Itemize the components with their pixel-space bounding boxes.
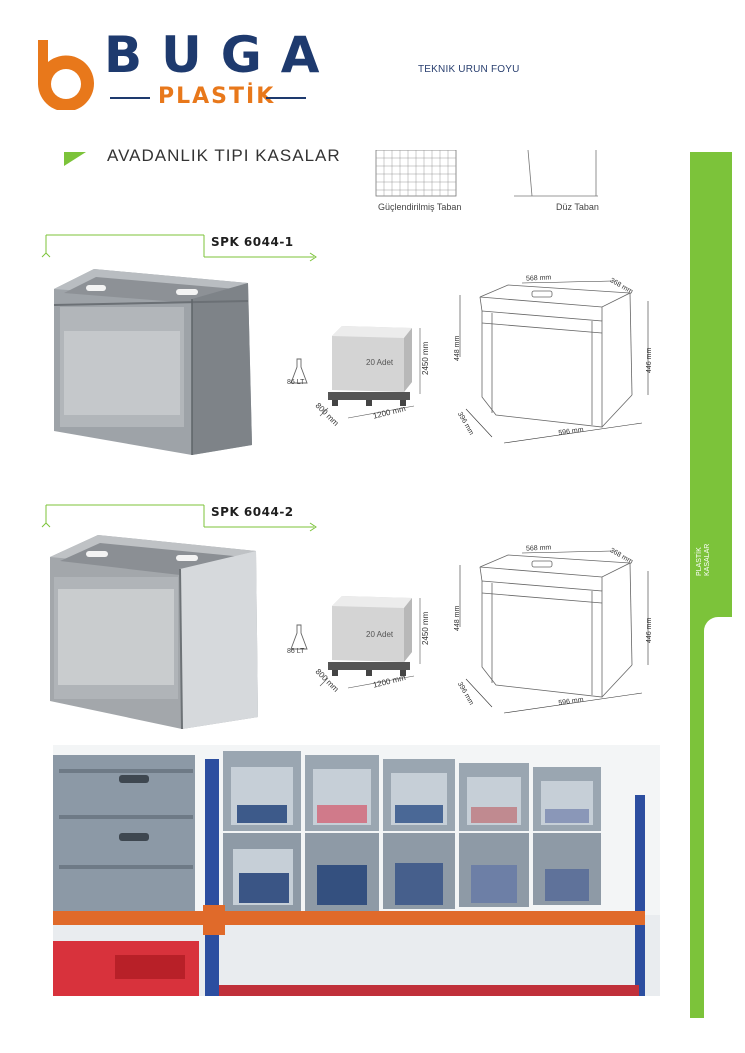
pallet-quantity: 20 Adet <box>366 358 394 367</box>
side-tab-label: PLASTİK KASALAR <box>696 516 712 576</box>
reinforced-base-label: Güçlendirilmiş Taban <box>378 202 462 212</box>
flat-base-drawing <box>514 150 598 197</box>
product-code: SPK 6044-2 <box>211 505 294 519</box>
dim-inner-height: 446 mm <box>646 347 653 373</box>
pallet-drawing <box>319 596 421 689</box>
code-bracket-icon <box>41 234 317 262</box>
pallet-drawing <box>319 326 421 419</box>
dim-top-length: 568 mm <box>525 544 552 553</box>
crate-photo <box>50 535 258 730</box>
shelving-photo <box>53 745 660 996</box>
flat-base-label: Düz Taban <box>556 202 599 212</box>
brand-name: BUGA <box>104 26 339 84</box>
brand-divider-right <box>266 97 306 99</box>
dim-outer-height: 448 mm <box>454 605 461 631</box>
volume-label: 86 LT <box>287 379 305 386</box>
pallet-height: 2450 mm <box>421 341 430 375</box>
buga-b-logo-icon <box>38 40 94 110</box>
dim-outer-height: 448 mm <box>454 335 461 361</box>
product-block: SPK 6044-2 86 LT 20 Adet 2450 mm 800 mm … <box>0 495 680 735</box>
product-block: SPK 6044-1 86 LT 20 Adet 2450 mm 800 mm … <box>0 225 680 465</box>
side-tab-line2: KASALAR <box>704 543 711 576</box>
dim-top-length: 568 mm <box>525 274 552 283</box>
code-bracket-icon <box>41 504 317 532</box>
section-arrow-icon <box>64 152 86 166</box>
volume-flask-icon <box>290 358 308 384</box>
product-code: SPK 6044-1 <box>211 235 294 249</box>
pallet-quantity: 20 Adet <box>366 630 394 639</box>
reinforced-base-drawing <box>375 150 457 197</box>
crate-technical-drawing <box>459 280 649 444</box>
dim-inner-height: 446 mm <box>646 617 653 643</box>
pallet-height: 2450 mm <box>421 611 430 645</box>
brand-sub-text: PLASTİK <box>158 84 276 109</box>
crate-technical-drawing <box>459 550 649 714</box>
volume-label: 86 LT <box>287 648 305 655</box>
crate-photo <box>53 269 252 455</box>
side-tab-line1: PLASTİK <box>696 547 703 576</box>
volume-flask-icon <box>290 624 308 650</box>
category-side-tab: PLASTİK KASALAR <box>690 152 732 1037</box>
brand-subtitle: PLASTİK <box>110 84 306 110</box>
side-tab-cutout <box>704 617 732 1037</box>
brand-divider-left <box>110 97 150 99</box>
section-title: AVADANLIK TIPI KASALAR <box>107 146 341 165</box>
document-type: TEKNIK URUN FOYU <box>418 64 520 75</box>
